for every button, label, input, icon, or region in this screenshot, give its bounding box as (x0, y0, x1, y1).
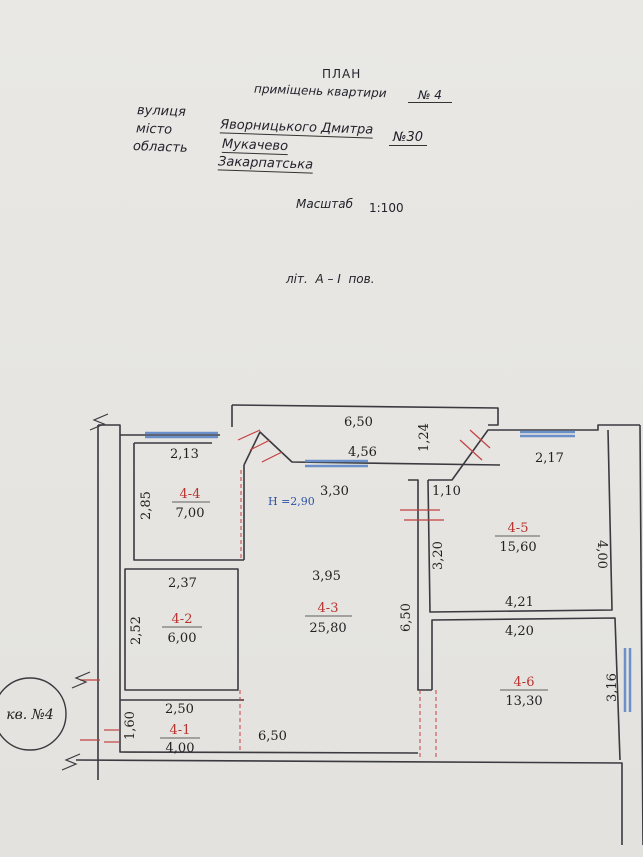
dim-room45-right-height: 4,00 (594, 540, 609, 569)
door-marks (80, 429, 491, 743)
room-area: 4,00 (166, 741, 195, 756)
room-area: 7,00 (176, 506, 205, 521)
windows (145, 430, 632, 712)
dim-room45-width-top: 2,17 (535, 451, 564, 466)
ceiling-height-note: Н =2,90 (268, 495, 315, 508)
room-area: 6,00 (168, 631, 197, 646)
dim-total-width: 6,50 (258, 729, 287, 744)
dim-room41-height: 1,60 (123, 711, 138, 740)
room-area: 25,80 (309, 621, 346, 636)
room-area: 13,30 (505, 694, 542, 709)
room-id: 4-4 (180, 487, 201, 502)
dim-room43-width-top: 3,30 (320, 484, 349, 499)
room-id: 4-5 (508, 521, 529, 536)
room-labels: 4-4 7,00 4-5 15,60 4-3 25,80 4-2 6,00 4-… (160, 487, 548, 756)
dim-room41-width: 2,50 (165, 702, 194, 717)
room-id: 4-2 (172, 612, 193, 627)
dim-room46-width: 4,20 (505, 624, 534, 639)
dim-room43-notch: 1,10 (432, 484, 461, 499)
room-id: 4-3 (318, 601, 339, 616)
dim-balcony-width: 6,50 (344, 415, 373, 430)
scale-value: 1:100 (369, 201, 404, 215)
room-id: 4-1 (170, 723, 191, 738)
dim-room42-height: 2,52 (129, 616, 144, 645)
dim-room42-width: 2,37 (168, 576, 197, 591)
apartment-stamp-text: кв. №4 (6, 707, 54, 723)
dim-room44-width: 2,13 (170, 447, 199, 462)
dim-room46-height: 3,16 (605, 673, 620, 702)
dim-room43-height: 6,50 (399, 603, 414, 632)
house-number: №30 (389, 130, 428, 146)
dim-room43-mid-width: 3,95 (312, 569, 341, 584)
dim-balcony-inner: 4,56 (348, 445, 377, 460)
letter-floor: літ. А – І пов. (286, 272, 375, 286)
apartment-stamp (0, 677, 67, 751)
plan-title: ПЛАН (322, 67, 362, 81)
dim-balcony-depth: 1,24 (417, 423, 432, 452)
balcony-outline (231, 404, 499, 426)
scale-label: Масштаб (296, 197, 354, 211)
apartment-number: № 4 (408, 88, 452, 103)
room-area: 15,60 (499, 540, 536, 555)
room-id: 4-6 (514, 675, 535, 690)
dim-room45-bottom-width: 4,21 (505, 595, 534, 610)
dim-room44-height: 2,85 (139, 491, 154, 520)
dim-room45-left-height: 3,20 (431, 541, 446, 570)
